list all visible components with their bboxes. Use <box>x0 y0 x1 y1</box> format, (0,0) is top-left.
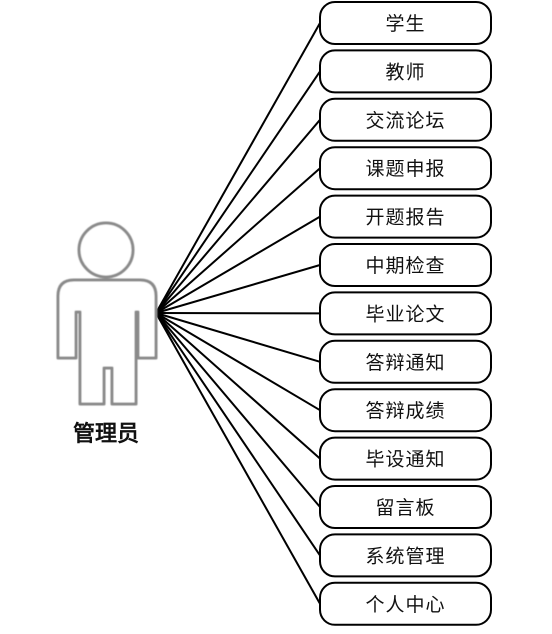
connector-line <box>155 119 321 314</box>
use-case-item: 系统管理 <box>319 533 492 578</box>
use-case-item: 教师 <box>319 49 492 94</box>
connector-line <box>155 312 321 460</box>
use-case-box <box>319 339 492 384</box>
use-case-box <box>319 97 492 142</box>
connector-line <box>155 312 321 412</box>
use-case-item: 答辩成绩 <box>319 388 492 433</box>
use-case-box <box>319 436 492 481</box>
use-case-label: 教师 <box>385 61 425 83</box>
use-case-box <box>319 533 492 578</box>
use-case-item: 中期检查 <box>319 243 492 287</box>
use-case-item: 课题申报 <box>319 146 492 191</box>
connector-line <box>155 312 321 508</box>
use-case-label: 课题申报 <box>365 158 445 180</box>
connector-line <box>155 22 321 314</box>
use-case-label: 个人中心 <box>365 594 445 616</box>
use-case-item: 毕业论文 <box>319 291 492 336</box>
use-case-item: 答辩通知 <box>319 339 492 384</box>
actor-body <box>56 278 158 406</box>
use-case-label: 开题报告 <box>365 207 445 229</box>
use-case-item: 交流论坛 <box>319 97 492 142</box>
connector-line <box>155 312 321 363</box>
connector-lines <box>155 22 321 605</box>
use-case-item: 开题报告 <box>319 194 492 239</box>
use-case-box <box>319 49 492 94</box>
connector-line <box>155 312 321 556</box>
use-case-label: 答辩通知 <box>365 352 445 374</box>
actor-figure <box>56 221 158 406</box>
use-case-item: 学生 <box>319 1 492 45</box>
use-case-box <box>319 291 492 336</box>
use-case-box <box>319 1 492 45</box>
use-case-box <box>319 194 492 239</box>
use-case-box <box>319 243 492 287</box>
connector-line <box>155 167 321 314</box>
connector-line <box>155 312 321 605</box>
connector-line <box>155 264 321 314</box>
use-case-item: 留言板 <box>319 485 492 529</box>
actor-head <box>77 221 135 279</box>
use-case-label: 学生 <box>385 13 425 35</box>
use-case-list: 学生教师交流论坛课题申报开题报告中期检查毕业论文答辩通知答辩成绩毕设通知留言板系… <box>319 1 492 626</box>
use-case-box <box>319 146 492 191</box>
actor-label: 管理员 <box>73 421 139 447</box>
use-case-label: 答辩成绩 <box>365 400 445 422</box>
use-case-label: 中期检查 <box>365 255 445 277</box>
use-case-box <box>319 581 492 626</box>
connector-line <box>155 70 321 314</box>
use-case-item: 个人中心 <box>319 581 492 626</box>
connector-line <box>155 215 321 314</box>
use-case-label: 留言板 <box>375 497 435 519</box>
use-case-label: 毕设通知 <box>365 449 445 471</box>
use-case-label: 交流论坛 <box>365 110 445 132</box>
use-case-item: 毕设通知 <box>319 436 492 481</box>
use-case-box <box>319 485 492 529</box>
use-case-label: 系统管理 <box>365 545 445 567</box>
use-case-label: 毕业论文 <box>365 303 445 325</box>
use-case-box <box>319 388 492 433</box>
